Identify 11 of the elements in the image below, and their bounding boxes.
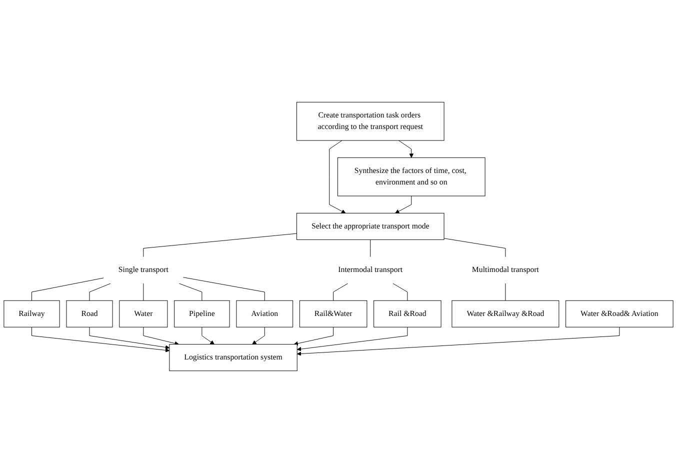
connector <box>392 283 408 301</box>
connector <box>505 283 506 301</box>
connector <box>32 278 104 301</box>
connector <box>182 277 265 301</box>
connector <box>444 238 506 258</box>
connector <box>143 233 297 258</box>
connector <box>143 283 144 301</box>
connector <box>333 283 348 301</box>
connector <box>370 239 371 258</box>
connector <box>178 283 202 301</box>
connector <box>89 283 111 301</box>
